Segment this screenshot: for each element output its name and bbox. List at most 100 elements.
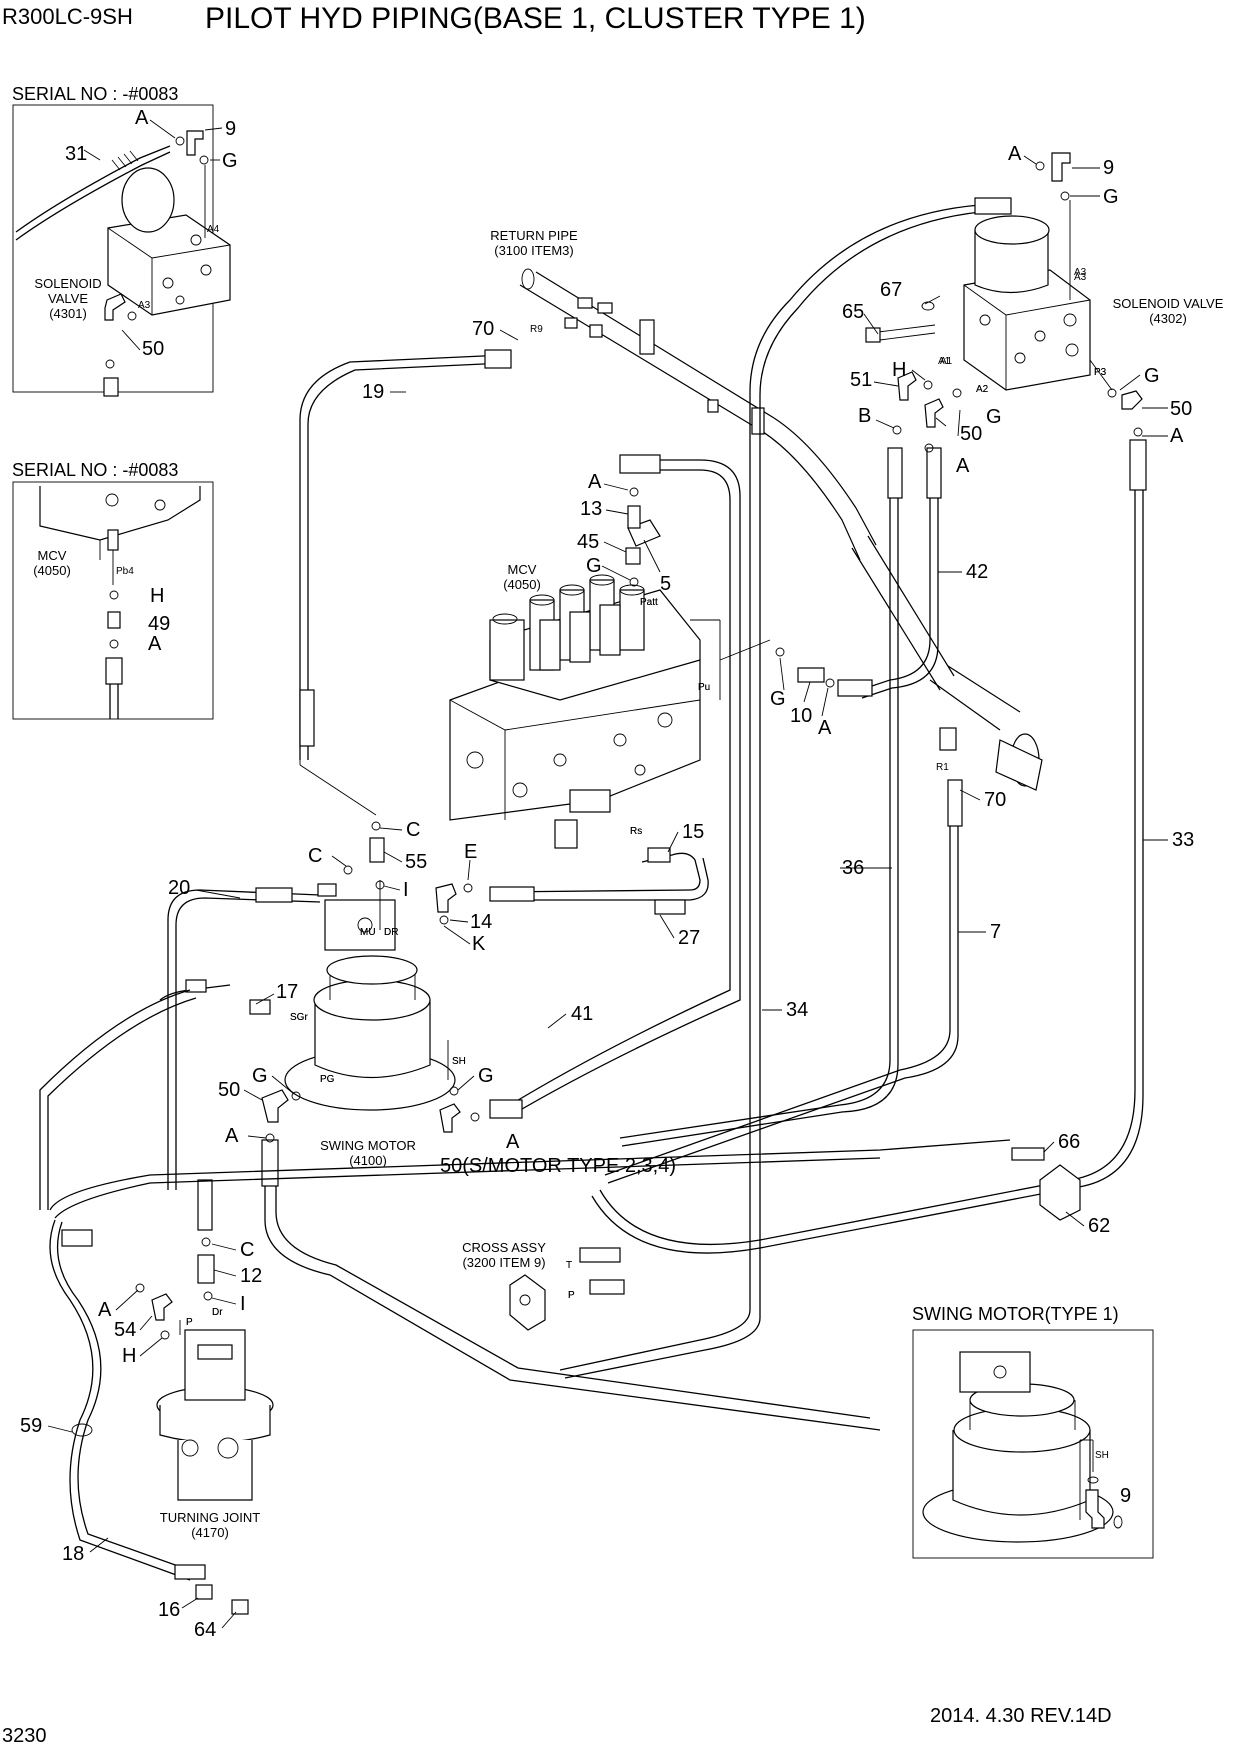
inset-swing-motor-frame	[912, 1329, 1154, 1559]
hose-fitting	[103, 377, 119, 397]
leader-lines	[47, 119, 1168, 1629]
svg-text:Rs: Rs	[630, 826, 642, 837]
inset-swing-motor-type1: SWING MOTOR(TYPE 1) SH 9	[912, 1304, 1154, 1559]
callout: 34	[786, 999, 808, 1021]
svg-text:Patt: Patt	[640, 597, 658, 608]
svg-text:(3200 ITEM 9): (3200 ITEM 9)	[462, 1255, 545, 1270]
callout: 59	[20, 1415, 42, 1437]
hose-34	[749, 204, 981, 1018]
svg-text:Pu: Pu	[698, 682, 710, 693]
callout: 50	[218, 1079, 240, 1101]
hose-crimp-hatch	[111, 150, 139, 171]
label-turning-joint: TURNING JOINT	[160, 1510, 260, 1525]
bolt-66	[1011, 1147, 1045, 1161]
elbow-50	[924, 398, 944, 428]
label-swing-motor: SWING MOTOR	[320, 1138, 416, 1153]
inset-serial-top: SERIAL NO : -#0083 A4 A3 31 A 9 G 50 SOL…	[12, 84, 238, 397]
callout: 65	[842, 301, 864, 323]
label-return-pipe: RETURN PIPE	[490, 228, 578, 243]
callout: 64	[194, 1619, 216, 1641]
callout: P3	[1094, 367, 1107, 378]
hose-7	[604, 790, 959, 1184]
fitting-16	[195, 1584, 213, 1600]
callout: A	[506, 1131, 520, 1153]
callout: 70	[984, 789, 1006, 811]
svg-text:A4: A4	[207, 224, 220, 235]
tee-13	[627, 505, 641, 529]
elbow-54	[151, 1293, 173, 1321]
adapter-49	[107, 611, 121, 629]
adapter-45	[625, 547, 641, 565]
callout: 42	[966, 561, 988, 583]
bolt-65	[877, 324, 936, 341]
callout: PG	[320, 1074, 335, 1085]
callout: P	[568, 1290, 575, 1301]
svg-text:DR: DR	[384, 927, 398, 938]
turning-joint-4170: P Dr	[135, 1237, 274, 1615]
svg-text:T: T	[566, 1260, 572, 1271]
model-number: R300LC-9SH	[2, 4, 133, 29]
cross-block	[509, 1274, 546, 1331]
svg-text:(4302): (4302)	[1149, 311, 1187, 326]
svg-text:PG: PG	[320, 1074, 335, 1085]
mcv-4050-corner	[39, 486, 201, 541]
hose-18	[49, 1219, 191, 1581]
accumulator	[974, 230, 1049, 294]
fitting-17	[249, 999, 271, 1015]
callout: 45	[577, 531, 599, 553]
svg-text:(4301): (4301)	[49, 306, 87, 321]
callout: 16	[158, 1599, 180, 1621]
callout: 51	[850, 369, 872, 391]
hose-36	[619, 460, 891, 1139]
callout: 27	[678, 927, 700, 949]
svg-text:MU: MU	[360, 927, 376, 938]
svg-text:Dr: Dr	[212, 1307, 223, 1318]
svg-text:50: 50	[142, 338, 164, 360]
svg-text:9: 9	[1120, 1485, 1131, 1507]
hose-27	[494, 852, 701, 893]
callout: 13	[580, 498, 602, 520]
callout: I	[403, 879, 409, 901]
callout: G	[1144, 365, 1160, 387]
elbow-50-alt	[439, 1103, 461, 1133]
svg-text:A3: A3	[1074, 272, 1087, 283]
callout: 55	[405, 851, 427, 873]
callout: Rs	[630, 826, 642, 837]
return-pipe	[519, 271, 775, 431]
svg-text:(4100): (4100)	[349, 1153, 387, 1168]
elbow-51	[897, 371, 917, 401]
callout: A	[1170, 425, 1184, 447]
callout: G	[478, 1065, 494, 1087]
clamp-62	[1039, 1164, 1081, 1221]
svg-text:Pb4: Pb4	[116, 566, 134, 577]
svg-text:VALVE: VALVE	[48, 291, 88, 306]
adapter-10	[797, 667, 825, 683]
main-piping	[39, 197, 1147, 1581]
svg-text:MCV: MCV	[38, 548, 67, 563]
callout: 5	[660, 573, 671, 595]
label-solenoid-valve: SOLENOID VALVE	[1113, 296, 1224, 311]
callouts: A 9 G A3 65 67 A1 H 51 A2 G B 50 A P3 G …	[20, 143, 1194, 1641]
solenoid-valve-4302: A3 A1 A2 P3	[865, 152, 1143, 453]
motor-valve-block	[959, 1351, 1031, 1393]
callout: 7	[990, 921, 1001, 943]
callout: 19	[362, 381, 384, 403]
callout: C	[406, 819, 420, 841]
o-ring-g	[199, 155, 209, 165]
callout: 17	[276, 981, 298, 1003]
callout: 50	[960, 423, 982, 445]
callout: DR	[384, 927, 398, 938]
tee-55	[369, 837, 385, 863]
callout: R9	[530, 324, 543, 335]
callout: A3	[1074, 267, 1087, 278]
mcv-4050: Pu Patt Rs	[449, 487, 835, 863]
callout: G	[1103, 186, 1119, 208]
svg-text:49: 49	[148, 613, 170, 635]
callout: SGr	[290, 1012, 308, 1023]
inset-serial-mid-title: SERIAL NO : -#0083	[12, 460, 178, 480]
hose-19	[299, 354, 506, 760]
svg-text:31: 31	[65, 143, 87, 165]
callout: Patt	[640, 597, 658, 608]
inset-serial-top-title: SERIAL NO : -#0083	[12, 84, 178, 104]
